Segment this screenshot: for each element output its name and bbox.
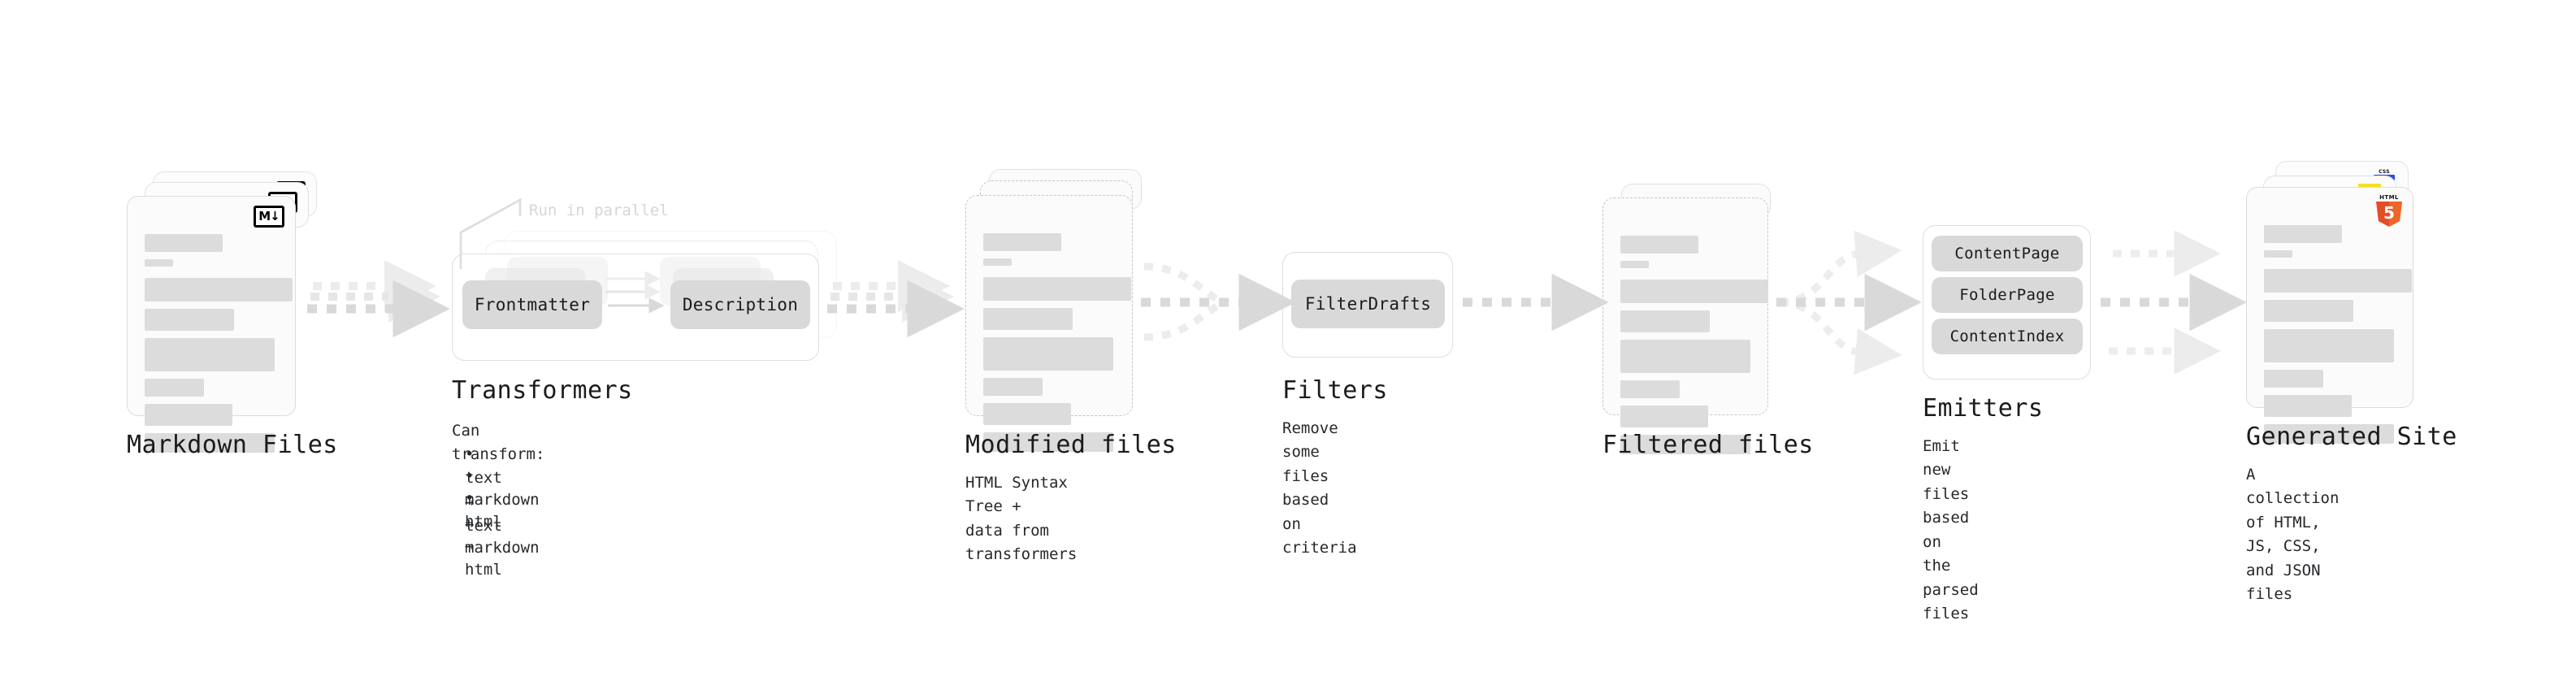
skeleton-bar	[145, 404, 232, 426]
skeleton-bar	[2264, 269, 2412, 293]
transformer-pill-frontmatter[interactable]: Frontmatter	[462, 280, 602, 329]
skeleton-bar	[983, 233, 1061, 251]
transformers-description-intro: Can transform:	[452, 422, 545, 464]
connector-transformers-to-modified	[827, 259, 965, 338]
skeleton-bar	[1620, 236, 1698, 254]
skeleton-bar	[145, 259, 173, 267]
skeleton-bar	[145, 309, 234, 331]
skeleton-bar	[145, 433, 275, 453]
connector-modified-to-filters	[1141, 262, 1296, 341]
skeleton-bar	[1620, 310, 1710, 332]
skeleton-bar	[2264, 250, 2292, 258]
skeleton-bar	[2264, 370, 2323, 388]
skeleton-bar	[1620, 340, 1750, 373]
skeleton-bar	[983, 432, 1113, 452]
skeleton-bar	[2264, 395, 2352, 417]
skeleton-bar	[2264, 225, 2342, 243]
skeleton-bar	[983, 258, 1012, 266]
skeleton-bar	[983, 308, 1073, 330]
skeleton-bars	[1620, 236, 1768, 462]
skeleton-bar	[2264, 329, 2394, 362]
transformer-pill-description[interactable]: Description	[670, 280, 810, 329]
markdown-file-card-front: M↓	[127, 196, 296, 453]
skeleton-bar	[1620, 380, 1680, 398]
stage-label-markdown-files: Markdown Files	[127, 431, 338, 459]
stage-label-transformers: Transformers	[452, 376, 633, 405]
skeleton-bar	[2264, 300, 2353, 322]
run-in-parallel-label: Run in parallel	[529, 202, 669, 219]
skeleton-bar	[983, 403, 1071, 425]
modified-files-description: HTML Syntax Tree + data from transformer…	[965, 474, 1078, 564]
skeleton-bar	[1620, 435, 1750, 454]
filtered-file-card-front	[1602, 197, 1768, 454]
transformers-bullet-2: • html → html	[465, 489, 502, 579]
skeleton-bar	[983, 337, 1113, 371]
filters-description: Remove some files based on criteria	[1282, 419, 1357, 557]
stage-label-filtered-files: Filtered files	[1602, 431, 1814, 459]
skeleton-bar	[983, 378, 1043, 396]
skeleton-bar	[2264, 424, 2394, 444]
skeleton-bars	[145, 234, 293, 460]
connector-filtered-to-emitters	[1776, 230, 1922, 375]
connector-emitters-to-site	[2101, 230, 2247, 375]
skeleton-bar	[1620, 280, 1768, 303]
emitter-pill-contentindex[interactable]: ContentIndex	[1932, 319, 2083, 354]
transformers-bullet-1: • markdown → markdown	[465, 467, 540, 557]
skeleton-bar	[145, 338, 275, 371]
skeleton-bar	[1620, 406, 1708, 427]
skeleton-bars	[2264, 225, 2412, 451]
emitter-pill-folderpage[interactable]: FolderPage	[1932, 277, 2083, 313]
emitter-pill-contentpage[interactable]: ContentPage	[1932, 236, 2083, 271]
stage-label-emitters: Emitters	[1923, 394, 2044, 423]
html5-icon: HTML 5	[2375, 194, 2403, 227]
skeleton-bar	[1620, 261, 1649, 268]
stage-label-filters: Filters	[1282, 376, 1388, 405]
modified-file-card-front	[965, 195, 1133, 452]
site-file-card-html: HTML 5	[2246, 187, 2413, 444]
markdown-icon: M↓	[254, 206, 284, 228]
transformers-bullet-0: • text → text	[465, 445, 502, 536]
connector-markdown-to-transformers	[307, 259, 450, 338]
generated-site-description: A collection of HTML, JS, CSS, and JSON …	[2246, 466, 2340, 604]
emitters-description: Emit new files based on the parsed files	[1923, 437, 1979, 623]
skeleton-bar	[145, 278, 293, 301]
skeleton-bars	[983, 233, 1131, 459]
skeleton-bar	[983, 277, 1131, 301]
skeleton-bar	[145, 234, 223, 252]
stage-label-generated-site: Generated Site	[2246, 423, 2457, 451]
filter-pill-filterdrafts[interactable]: FilterDrafts	[1291, 280, 1445, 328]
stage-label-modified-files: Modified files	[965, 431, 1177, 459]
skeleton-bar	[145, 379, 204, 397]
